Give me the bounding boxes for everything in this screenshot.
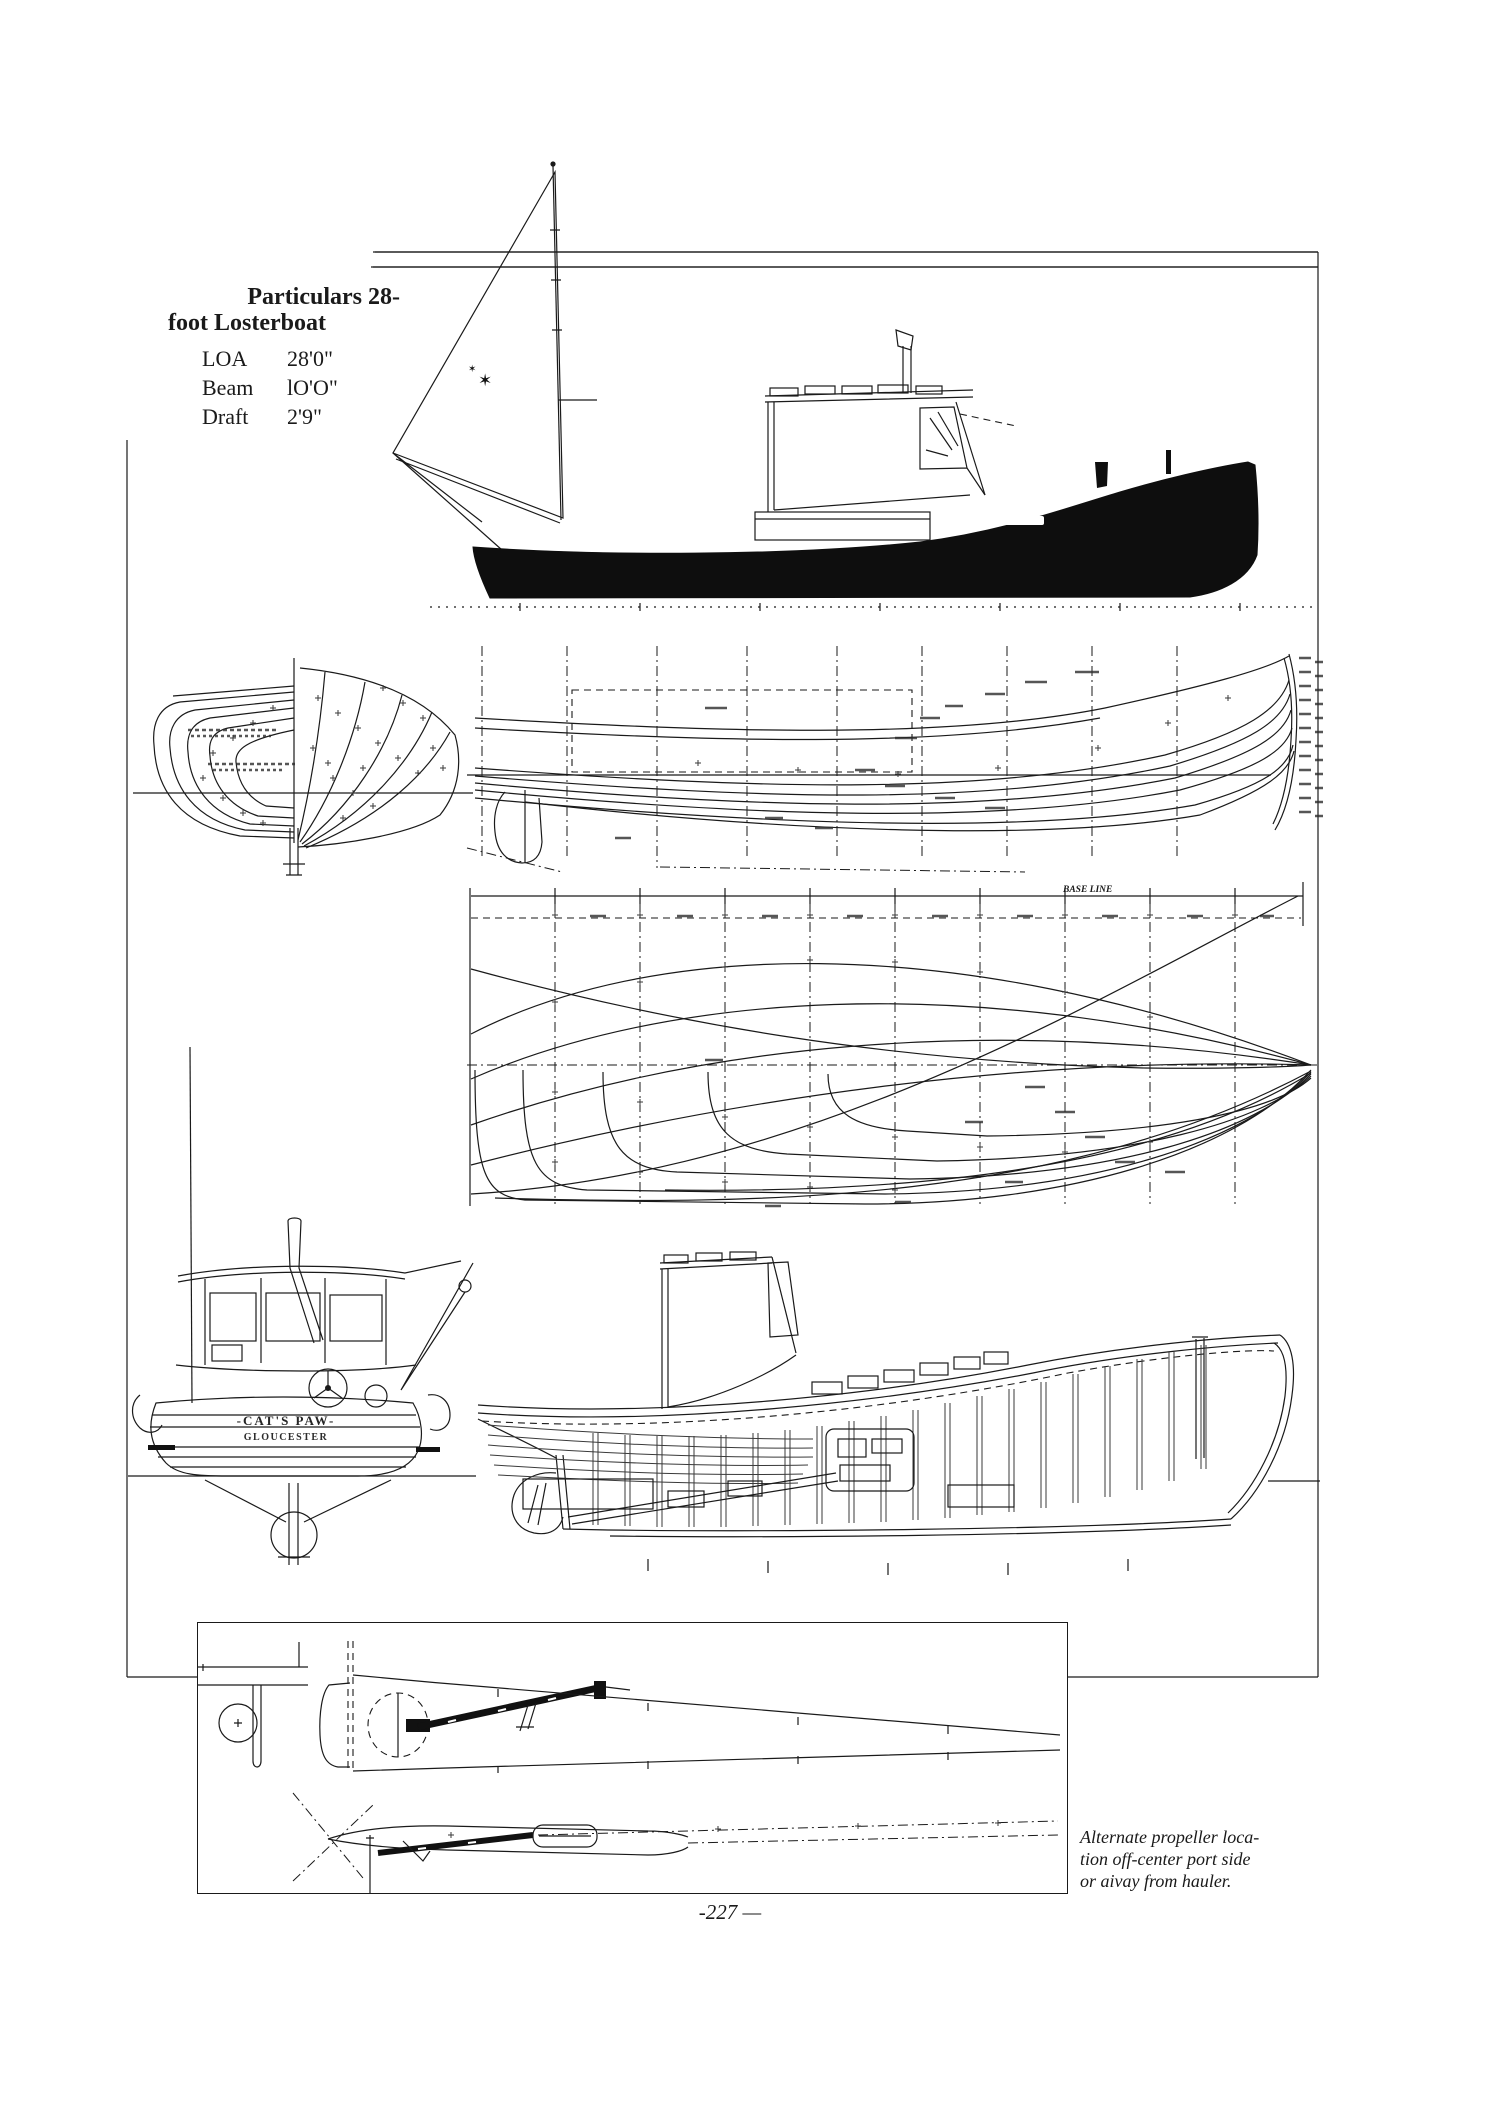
particulars-specs: LOA 28'0" Beam lO'O" Draft 2'9" [202,346,338,433]
engine [825,1428,915,1492]
particulars-block: Particulars 28- foot Losterboat [160,284,400,336]
transom-home-port: GLOUCESTER [244,1432,328,1443]
shaft-side-view [319,1641,1061,1773]
propeller-detail-drawing [198,1641,1061,1893]
hull-profile-black [472,461,1259,599]
davit-fin [1095,462,1108,488]
half-breadth-drawing: BASE LINE [467,882,1317,1208]
spec-label: Draft [202,404,249,429]
propeller-circle [270,1511,318,1559]
page-number: -227 — [698,1900,762,1924]
shaft-plan-view [292,1792,1059,1893]
caption-line1: Alternate propeller loca- [1080,1827,1260,1847]
sail-star-emblem-small: ✶ [468,364,476,375]
spec-row-draft: Draft 2'9" [202,404,338,433]
spec-value: 28'0" [287,346,333,371]
spec-row-beam: Beam lO'O" [202,375,338,404]
spec-row-loa: LOA 28'0" [202,346,338,375]
caption-line3: or aivay from hauler. [1080,1871,1232,1891]
particulars-title-line2: foot Losterboat [168,310,326,336]
hull-scupper [1000,516,1044,525]
shaft-black [417,1684,599,1731]
bow-post [1166,450,1171,474]
steering-wheel [308,1368,348,1408]
waterline-mark-right [416,1447,440,1452]
pot-hauler-detail [198,1642,308,1768]
sail-star-emblem: ✶ [478,371,492,390]
wheelhouse-structure [659,1251,799,1409]
figure-caption: Alternate propeller loca- tion off-cente… [1080,1826,1305,1892]
propeller-detail-inset [197,1622,1068,1894]
spec-label: LOA [202,346,248,371]
particulars-title-line1: Particulars 28- [247,284,400,310]
spec-value: 2'9" [287,404,322,429]
transom-boat-name: -CAT'S PAW- [237,1413,336,1428]
base-line-label: BASE LINE [1062,885,1112,895]
propeller-shaft [567,1472,839,1525]
stern-coaming [754,511,931,541]
mast [552,165,562,521]
construction-profile-drawing [477,1251,1320,1575]
body-plan-drawing [133,658,473,876]
waterline-mark-left [148,1445,175,1450]
caption-line2: tion off-center port side [1080,1849,1251,1869]
stern-view-drawing: -CAT'S PAW- GLOUCESTER [128,1046,476,1565]
outboard-profile-drawing: ✶ ✶ [371,161,1318,611]
wheelhouse [764,329,1017,512]
spec-value: lO'O" [287,375,338,400]
spec-label: Beam [202,375,254,400]
mast [189,1046,193,1404]
sheer-lines-drawing [466,646,1323,873]
